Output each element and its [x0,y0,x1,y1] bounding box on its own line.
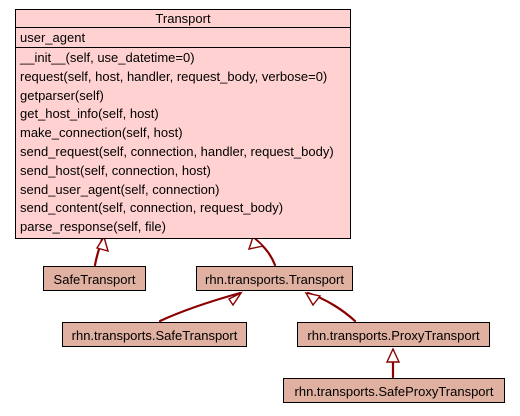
method: request(self, host, handler, request_bod… [20,68,328,84]
edge-rhn-safe-to-rhn-transport [158,291,242,323]
method: send_user_agent(self, connection) [20,181,220,197]
method: make_connection(self, host) [20,125,183,141]
arrowhead-rhn-proxy [304,291,322,307]
method: send_request(self, connection, handler, … [20,143,334,159]
class-transport-name: Transport [16,10,350,28]
class-rhn-transports-proxytransport: rhn.transports.ProxyTransport [297,322,490,347]
arrowhead-rhn-safeproxy [385,347,401,363]
arrowhead-rhn-safe [227,291,244,307]
class-rhn-transports-safetransport: rhn.transports.SafeTransport [62,322,247,347]
class-transport-methods: __init__(self, use_datetime=0) request(s… [16,48,350,238]
arrowhead-safetransport [95,235,110,253]
method: send_content(self, connection, request_b… [20,200,284,216]
method: parse_response(self, file) [20,219,166,235]
class-safetransport: SafeTransport [43,266,146,291]
class-transport: Transport user_agent __init__(self, use_… [15,9,351,239]
method: __init__(self, use_datetime=0) [20,50,195,65]
method: get_host_info(self, host) [20,106,159,122]
arrowhead-rhn-transport [247,235,265,250]
class-rhn-transports-safeproxytransport: rhn.transports.SafeProxyTransport [283,378,505,403]
method: getparser(self) [20,87,104,103]
class-transport-attribute: user_agent [16,28,350,48]
method: send_host(self, connection, host) [20,162,211,178]
class-rhn-transports-transport: rhn.transports.Transport [196,266,353,291]
